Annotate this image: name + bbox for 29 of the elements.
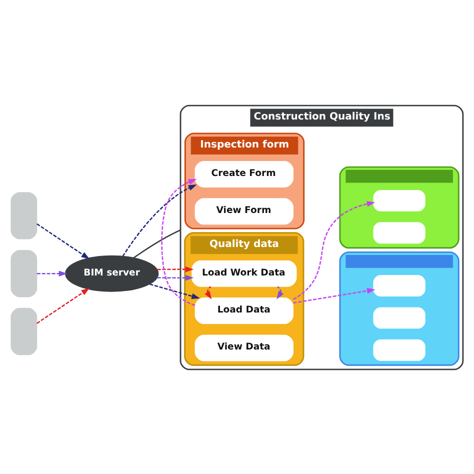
node-ellipse: BIM server: [65, 254, 159, 292]
arrow: [150, 283, 200, 298]
node-box: Load Data: [194, 297, 294, 324]
connector: [133, 228, 181, 258]
node-box: [373, 222, 426, 244]
cluster: [339, 250, 460, 366]
arrow: [157, 274, 194, 280]
arrow: [36, 288, 90, 324]
arrow: [36, 270, 68, 276]
node-box: [373, 189, 426, 211]
arrow: [122, 184, 197, 256]
node-box: [373, 274, 426, 296]
node-box: View Data: [194, 334, 294, 361]
arrow: [161, 178, 197, 306]
cluster: [339, 166, 460, 248]
arrow: [204, 286, 212, 299]
arrow: [276, 286, 284, 299]
node-box: [10, 192, 38, 239]
node-box: [373, 338, 426, 360]
node-box: [10, 250, 38, 297]
node-box: Create Form: [194, 160, 294, 187]
arrow: [157, 266, 194, 272]
arrow: [36, 222, 90, 259]
node-box: [373, 306, 426, 328]
node-box: Load Work Data: [192, 260, 297, 286]
arrow: [293, 288, 376, 304]
node-box: [10, 307, 38, 355]
node-box: View Form: [194, 198, 294, 224]
arrow: [293, 200, 376, 300]
